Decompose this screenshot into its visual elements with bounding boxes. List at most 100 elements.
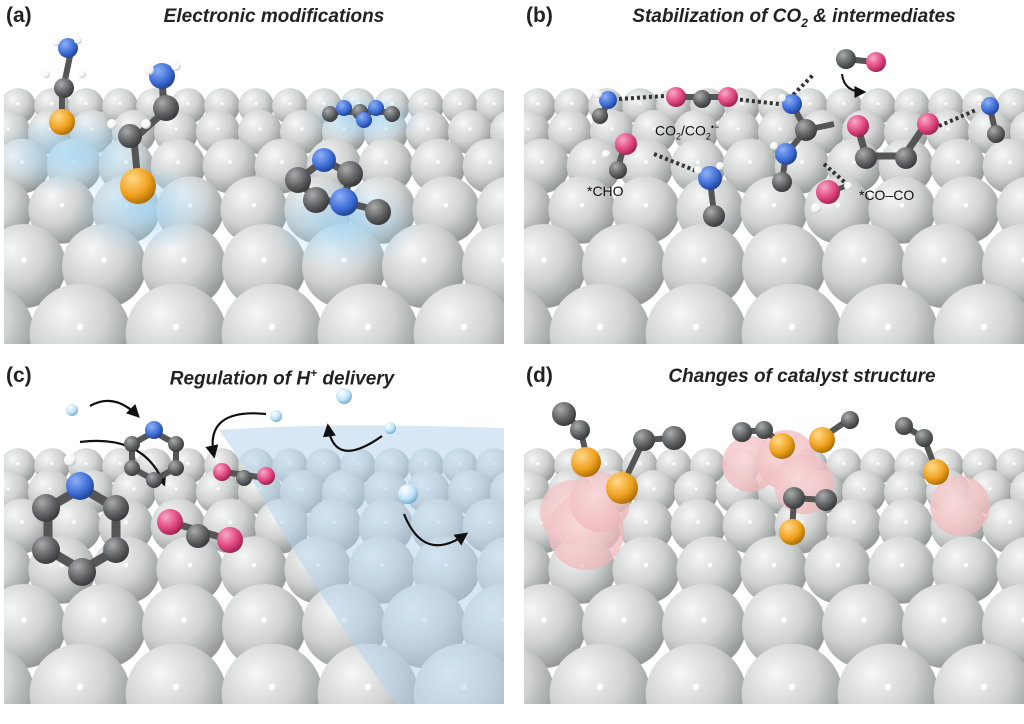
sulfur-atom (606, 472, 638, 504)
surface-highlight (596, 683, 604, 691)
nitrogen-atom (775, 143, 797, 165)
oxygen-atom (666, 87, 686, 107)
surface-highlight (176, 160, 180, 164)
carbon-atom (54, 78, 74, 98)
nitrogen-atom (145, 421, 163, 439)
surface-atom (4, 584, 66, 668)
surface-highlight (604, 461, 608, 465)
surface-atom (933, 643, 1024, 704)
surface-highlight (694, 127, 698, 131)
surface-highlight (592, 160, 596, 164)
surface-highlight (186, 101, 190, 105)
surface-highlight (492, 101, 496, 105)
surface-highlight (118, 101, 122, 105)
carbon-atom (609, 161, 627, 179)
panel-c-molecules (32, 388, 504, 704)
surface-highlight (910, 461, 914, 465)
nitrogen-atom (981, 97, 999, 115)
surface-highlight (424, 101, 428, 105)
oxygen-atom (213, 463, 231, 481)
carbon-atom (570, 420, 590, 440)
surface-highlight (904, 487, 908, 491)
cho-label: *CHO (587, 183, 624, 199)
surface-highlight (421, 257, 427, 263)
curved-arrow-icon (402, 513, 469, 547)
carbon-atom (987, 125, 1005, 143)
panel-d: (d) Changes of catalyst structure (524, 364, 1024, 704)
carbon-atom (783, 487, 805, 509)
surface-highlight (771, 202, 777, 208)
surface-highlight (621, 617, 627, 623)
surface-atom (548, 176, 616, 244)
surface-highlight (6, 127, 10, 131)
proton (384, 422, 396, 434)
hydrogen-atom (42, 70, 50, 78)
surface-highlight (736, 127, 740, 131)
surface-highlight (118, 461, 122, 465)
panel-label: (b) (526, 4, 553, 27)
surface-atom (933, 283, 1024, 344)
carbon-atom (815, 489, 837, 511)
surface-highlight (426, 127, 430, 131)
surface-highlight (610, 127, 614, 131)
surface-highlight (740, 101, 744, 105)
surface-atom (29, 643, 131, 704)
surface-highlight (187, 562, 193, 568)
carbon-atom (168, 460, 184, 476)
nitrogen-atom (782, 94, 802, 114)
surface-highlight (468, 127, 472, 131)
surface-atom (29, 283, 131, 344)
nitrogen-atom (698, 166, 722, 190)
oxygen-atom (866, 52, 886, 72)
surface-atom (4, 287, 35, 344)
surface-atom (549, 643, 651, 704)
hydrogen-atom (64, 454, 76, 466)
surface-highlight (436, 160, 440, 164)
surface-atom (741, 283, 843, 344)
carbon-atom (303, 187, 329, 213)
surface-atom (549, 283, 651, 344)
carbon-atom (703, 205, 725, 227)
panel-title: Regulation of H+ delivery (169, 366, 395, 390)
hydrogen-atom (976, 95, 984, 103)
surface-highlight (526, 487, 530, 491)
surface-highlight (501, 257, 504, 263)
panel-label: (a) (6, 4, 32, 27)
surface-atom (4, 647, 35, 704)
surface-atom (902, 584, 986, 668)
surface-atom (125, 283, 227, 344)
surface-highlight (904, 520, 908, 524)
surface-highlight (778, 127, 782, 131)
oxygen-atom (718, 87, 738, 107)
surface-highlight (899, 202, 905, 208)
surface-highlight (1021, 257, 1024, 263)
hydrogen-atom (844, 182, 852, 190)
surface-highlight (910, 101, 914, 105)
surface-highlight (526, 127, 530, 131)
surface-atom (837, 643, 939, 704)
surface-highlight (652, 127, 656, 131)
surface-highlight (644, 160, 648, 164)
curved-arrow-icon (322, 423, 383, 452)
carbon-atom (895, 417, 913, 435)
hydrogen-atom (602, 150, 610, 158)
hydrogen-atom (716, 162, 724, 170)
surface-highlight (570, 101, 574, 105)
hydrogen-atom (778, 94, 786, 102)
surface-highlight (980, 683, 988, 691)
surface-highlight (132, 487, 136, 491)
surface-highlight (50, 461, 54, 465)
carbon-atom (146, 472, 162, 488)
surface-highlight (692, 323, 700, 331)
oxygen-atom (217, 527, 243, 553)
surface-highlight (268, 683, 276, 691)
surface-highlight (644, 520, 648, 524)
flat-ring-molecule (322, 100, 400, 128)
surface-atom (221, 283, 323, 344)
surface-highlight (842, 461, 846, 465)
proton (336, 388, 352, 404)
surface-highlight (701, 257, 707, 263)
sulfur-atom (809, 427, 835, 453)
hydrogen-atom (144, 65, 154, 75)
surface-highlight (978, 461, 982, 465)
